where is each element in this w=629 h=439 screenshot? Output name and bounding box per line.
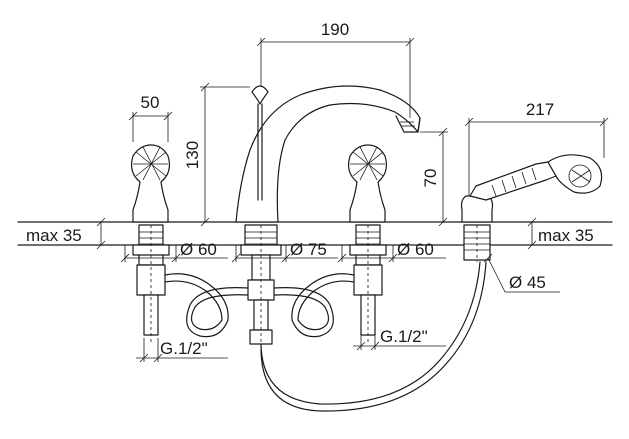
dimension-thread-right-label: G.1/2": [380, 327, 428, 346]
dimension-hole-handset: Ø 45: [483, 253, 560, 293]
left-handle: [130, 144, 171, 223]
dimension-hole-left: Ø 60: [120, 240, 228, 263]
pop-up-rod: [251, 85, 269, 201]
dimension-hole-right: Ø 60: [337, 240, 446, 263]
handset-valve-body: [463, 224, 491, 261]
dimension-thread-left: G.1/2": [136, 338, 228, 363]
flex-hoses: [164, 261, 487, 412]
right-handle: [347, 144, 388, 223]
spout: [235, 85, 421, 223]
dimension-top-spread-label: 190: [321, 20, 349, 39]
dimension-hole-left-label: Ø 60: [180, 240, 217, 259]
dimension-hole-handset-label: Ø 45: [509, 273, 546, 292]
dimension-deck-left: max 35: [26, 217, 106, 250]
right-handle-crystal-pattern: [350, 146, 385, 181]
dimension-spout-height: 130: [183, 82, 250, 227]
dimension-top-spread: 190: [256, 20, 415, 118]
dimension-thread-left-label: G.1/2": [160, 339, 208, 358]
dimension-deck-left-label: max 35: [26, 226, 82, 245]
dimension-hole-center-label: Ø 75: [290, 240, 327, 259]
dimension-handset-height: 70: [420, 127, 448, 227]
left-handle-crystal-pattern: [133, 146, 168, 181]
centerlines: [150, 225, 478, 350]
hand-shower: [460, 154, 603, 223]
dimension-handle-width-label: 50: [141, 93, 160, 112]
dimension-hole-right-label: Ø 60: [397, 240, 434, 259]
deck-surface: [17, 221, 613, 246]
dimension-handle-width: 50: [128, 93, 173, 142]
dimension-deck-right: max 35: [527, 217, 594, 250]
dimension-deck-right-label: max 35: [538, 226, 594, 245]
shower-head-face: [568, 164, 592, 188]
dimension-handset-length: 217: [464, 100, 609, 196]
dimension-spout-height-label: 130: [183, 141, 202, 169]
spout-aerator: [395, 115, 421, 133]
dimension-handset-length-label: 217: [526, 100, 554, 119]
dimension-hole-center: Ø 75: [231, 240, 338, 263]
center-valve-body: [240, 224, 282, 345]
dimension-thread-right: G.1/2": [353, 326, 446, 351]
dimension-handset-height-label: 70: [421, 169, 440, 188]
